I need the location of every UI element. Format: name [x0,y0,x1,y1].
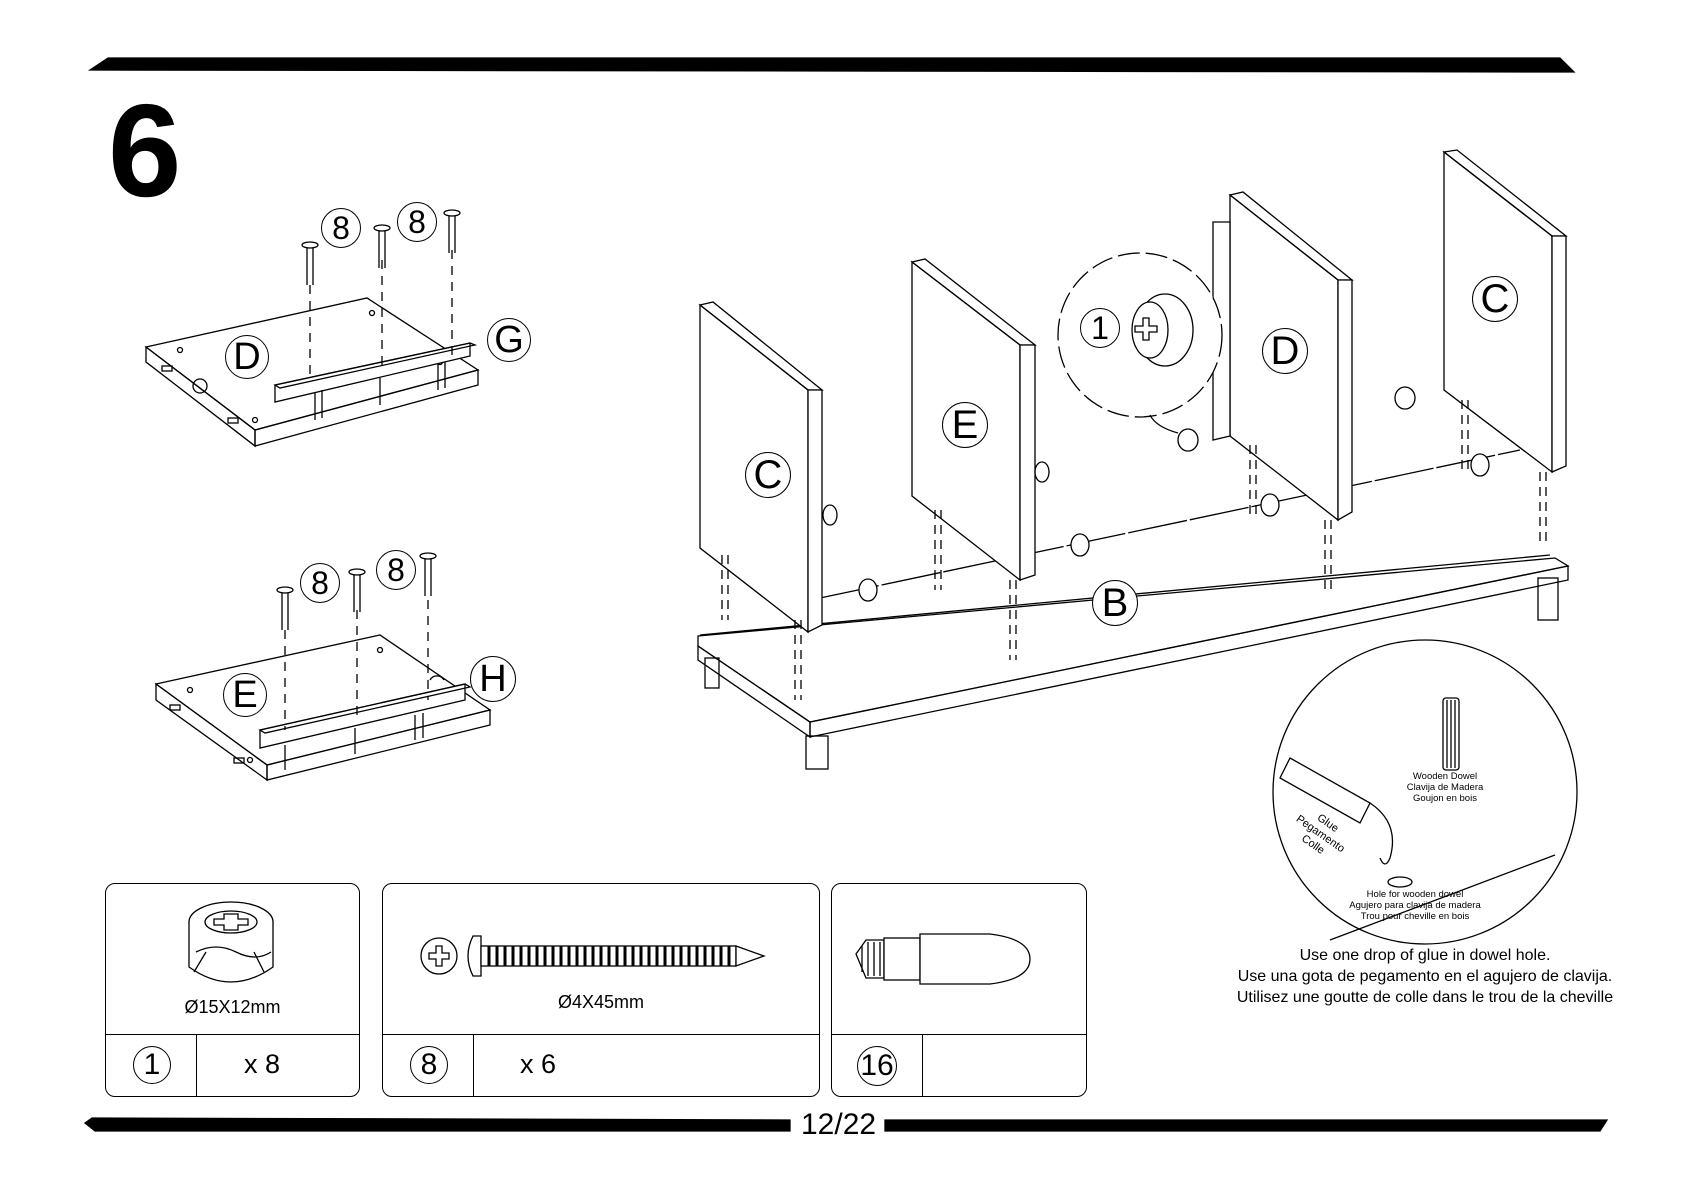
annotation-dowel: Wooden Dowel Clavija de Madera Goujon en… [1406,771,1484,804]
label-base-b: B [1092,580,1138,626]
glue-detail [1272,639,1578,945]
label-panel-c-right: C [1472,276,1518,322]
callout-screw-2: 8 [397,202,437,242]
glue-instructions: Use one drop of glue in dowel hole. Use … [1236,947,1614,1006]
part-1-dimension: Ø15X12mm [184,997,281,1017]
callout-screw-3: 8 [300,563,340,603]
part-8-number: 8 [410,1046,448,1084]
label-panel-d-top: D [225,335,269,379]
cam-lock-icon [188,901,274,983]
label-panel-e-bottom: E [223,673,267,717]
label-rail-g: G [487,318,531,362]
part-8-dimension: Ø4X45mm [557,992,645,1012]
glue-bottle-icon [855,933,1031,985]
part-8-quantity: x 6 [520,1049,557,1079]
callout-cam-lock: 1 [1080,308,1120,348]
main-assembly [697,149,1570,770]
step-number: 6 [108,77,182,224]
part-1-number: 1 [133,1046,171,1084]
page-number: 12/22 [793,1110,885,1140]
label-panel-c-left: C [745,452,791,498]
part-box-cam-lock: Ø15X12mm 1 x 8 [105,883,360,1097]
label-panel-e-main: E [942,402,988,448]
label-rail-h: H [470,656,516,702]
callout-screw-4: 8 [376,550,416,590]
annotation-hole: Hole for wooden dowel Agujero para clavi… [1349,889,1481,922]
part-box-screw: Ø4X45mm 8 x 6 [382,883,820,1097]
subassembly-d-g [144,209,480,448]
screw-icon [420,935,766,977]
subassembly-e-h [154,552,492,782]
part-box-glue: 16 [831,883,1087,1097]
label-panel-d-main: D [1262,328,1308,374]
part-16-number: 16 [857,1046,897,1086]
part-1-quantity: x 8 [244,1049,281,1079]
callout-screw-1: 8 [321,208,361,248]
